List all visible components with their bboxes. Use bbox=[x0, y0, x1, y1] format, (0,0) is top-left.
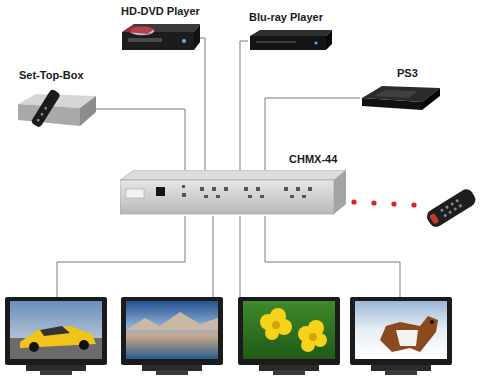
wire bbox=[213, 216, 214, 297]
cable bbox=[240, 41, 248, 170]
wire bbox=[240, 216, 241, 297]
source-device: PS3 bbox=[360, 84, 440, 112]
device-image bbox=[248, 28, 332, 54]
device-label: Set-Top-Box bbox=[18, 69, 85, 82]
tv bbox=[238, 297, 340, 375]
tv bbox=[5, 297, 107, 375]
cable bbox=[265, 98, 360, 170]
device-label: Blu-ray Player bbox=[248, 11, 324, 24]
device-label: CHMX-44 bbox=[288, 153, 338, 166]
source-device: HD-DVD Player bbox=[118, 22, 200, 54]
cable bbox=[200, 38, 205, 170]
device-label: HD-DVD Player bbox=[120, 5, 201, 18]
source-device: Set-Top-Box bbox=[14, 86, 96, 132]
ir-dots bbox=[351, 199, 416, 207]
matrix-switch: CHMX-44 bbox=[120, 170, 346, 216]
device-label: PS3 bbox=[396, 67, 419, 80]
source-device: Blu-ray Player bbox=[248, 28, 332, 54]
wire bbox=[57, 216, 185, 297]
device-image bbox=[120, 170, 346, 216]
tv bbox=[350, 297, 452, 375]
wire bbox=[265, 216, 400, 297]
device-image bbox=[118, 22, 200, 54]
cable bbox=[96, 109, 185, 170]
device-image bbox=[360, 84, 440, 112]
device-image bbox=[14, 86, 96, 132]
remote-control bbox=[424, 187, 478, 230]
tv bbox=[121, 297, 223, 375]
